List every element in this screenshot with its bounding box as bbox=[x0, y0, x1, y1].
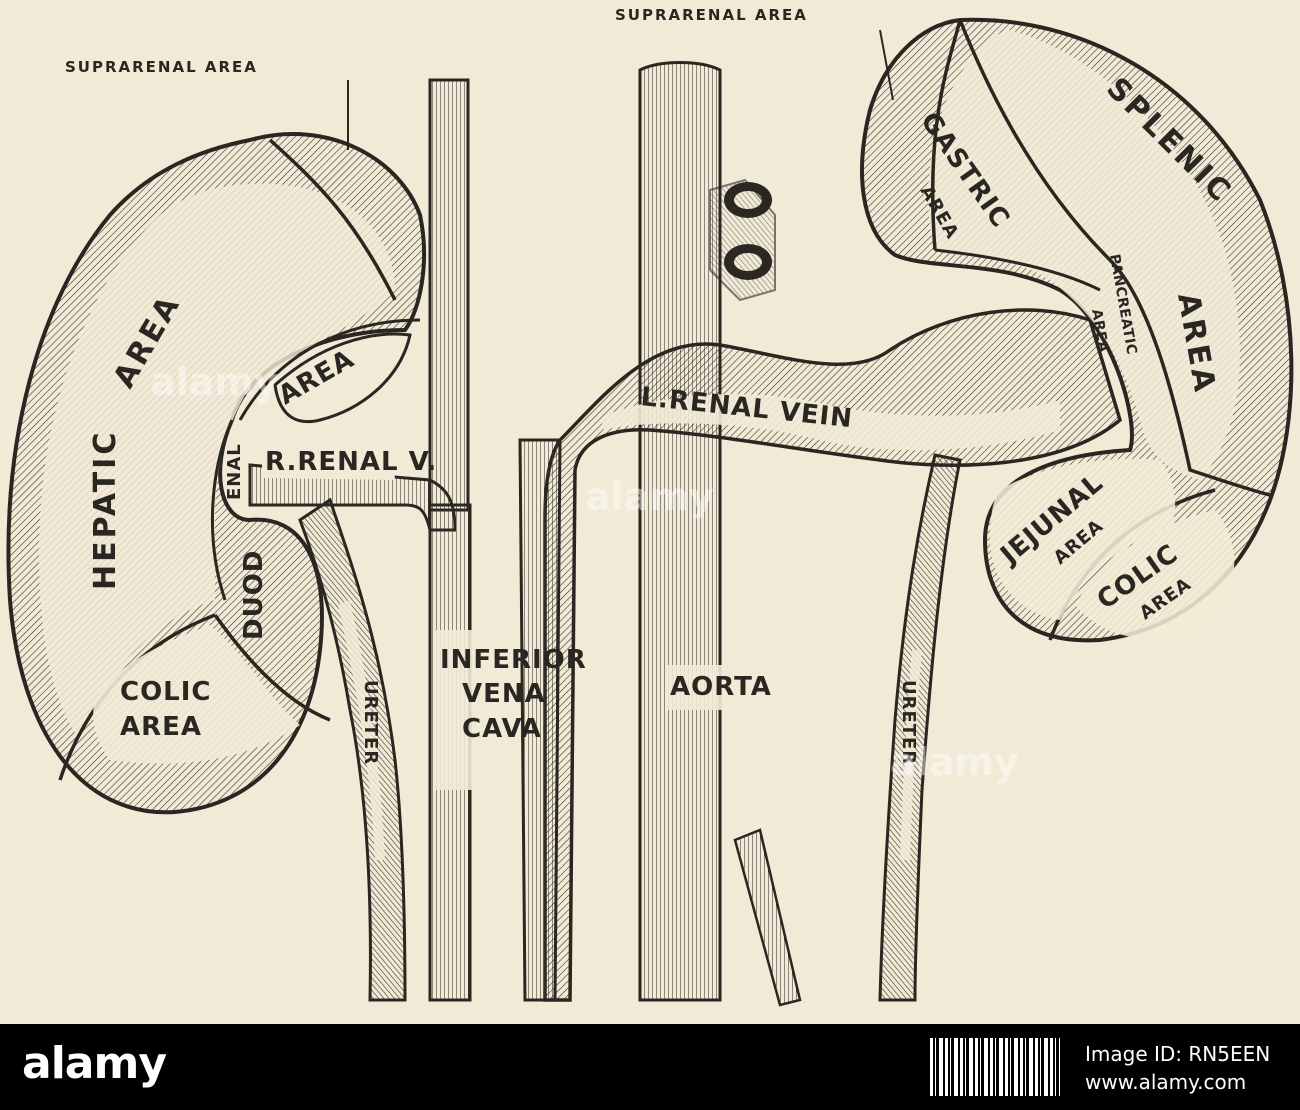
barcode-icon bbox=[930, 1038, 1060, 1096]
right-kidney bbox=[6, 132, 426, 815]
right-ureter bbox=[298, 497, 407, 1002]
label-suprarenal-left: SUPRARENAL AREA bbox=[65, 58, 258, 76]
label-suprarenal-right: SUPRARENAL AREA bbox=[615, 6, 808, 24]
watermark: alamy bbox=[890, 740, 1019, 784]
label-hepatic: HEPATIC bbox=[88, 430, 123, 590]
left-kidney bbox=[860, 17, 1294, 643]
label-aorta: AORTA bbox=[670, 672, 772, 702]
footer-brand[interactable]: alamy bbox=[22, 1038, 167, 1089]
label-ivc-2: VENA bbox=[462, 679, 546, 709]
label-duod: DUOD bbox=[239, 550, 269, 640]
image-id: Image ID: RN5EEN bbox=[1085, 1042, 1271, 1066]
label-ivc-1: INFERIOR bbox=[440, 645, 587, 675]
label-r-renal-v: R.RENAL V. bbox=[265, 447, 437, 477]
site-url[interactable]: www.alamy.com bbox=[1085, 1070, 1247, 1094]
footer-meta: Image ID: RN5EEN www.alamy.com bbox=[1085, 1040, 1270, 1096]
label-ivc-3: CAVA bbox=[462, 714, 542, 744]
left-renal-vein bbox=[543, 308, 1123, 1002]
suprarenal-right-leader bbox=[879, 29, 894, 101]
label-colic-left-2: AREA bbox=[120, 712, 202, 742]
label-ureter-left: URETER bbox=[898, 680, 919, 765]
watermark: alamy bbox=[150, 360, 279, 404]
label-pancreatic-area: AREA bbox=[1088, 308, 1111, 354]
label-duodenal-enal: ENAL bbox=[224, 443, 245, 500]
footer-bar: alamy Image ID: RN5EEN www.alamy.com bbox=[0, 1024, 1300, 1110]
label-colic-left-1: COLIC bbox=[120, 677, 212, 707]
anatomical-plate: SUPRARENAL AREA SUPRARENAL AREA HEPATIC … bbox=[0, 0, 1300, 1024]
kidney-diagram: SUPRARENAL AREA SUPRARENAL AREA HEPATIC … bbox=[6, 6, 1294, 1007]
watermark: alamy bbox=[585, 475, 714, 519]
aorta bbox=[638, 61, 780, 1002]
inferior-vena-cava bbox=[428, 78, 566, 1002]
left-ureter bbox=[878, 453, 962, 1002]
label-ureter-right: URETER bbox=[360, 680, 381, 765]
gonadal-vessel bbox=[733, 828, 802, 1007]
